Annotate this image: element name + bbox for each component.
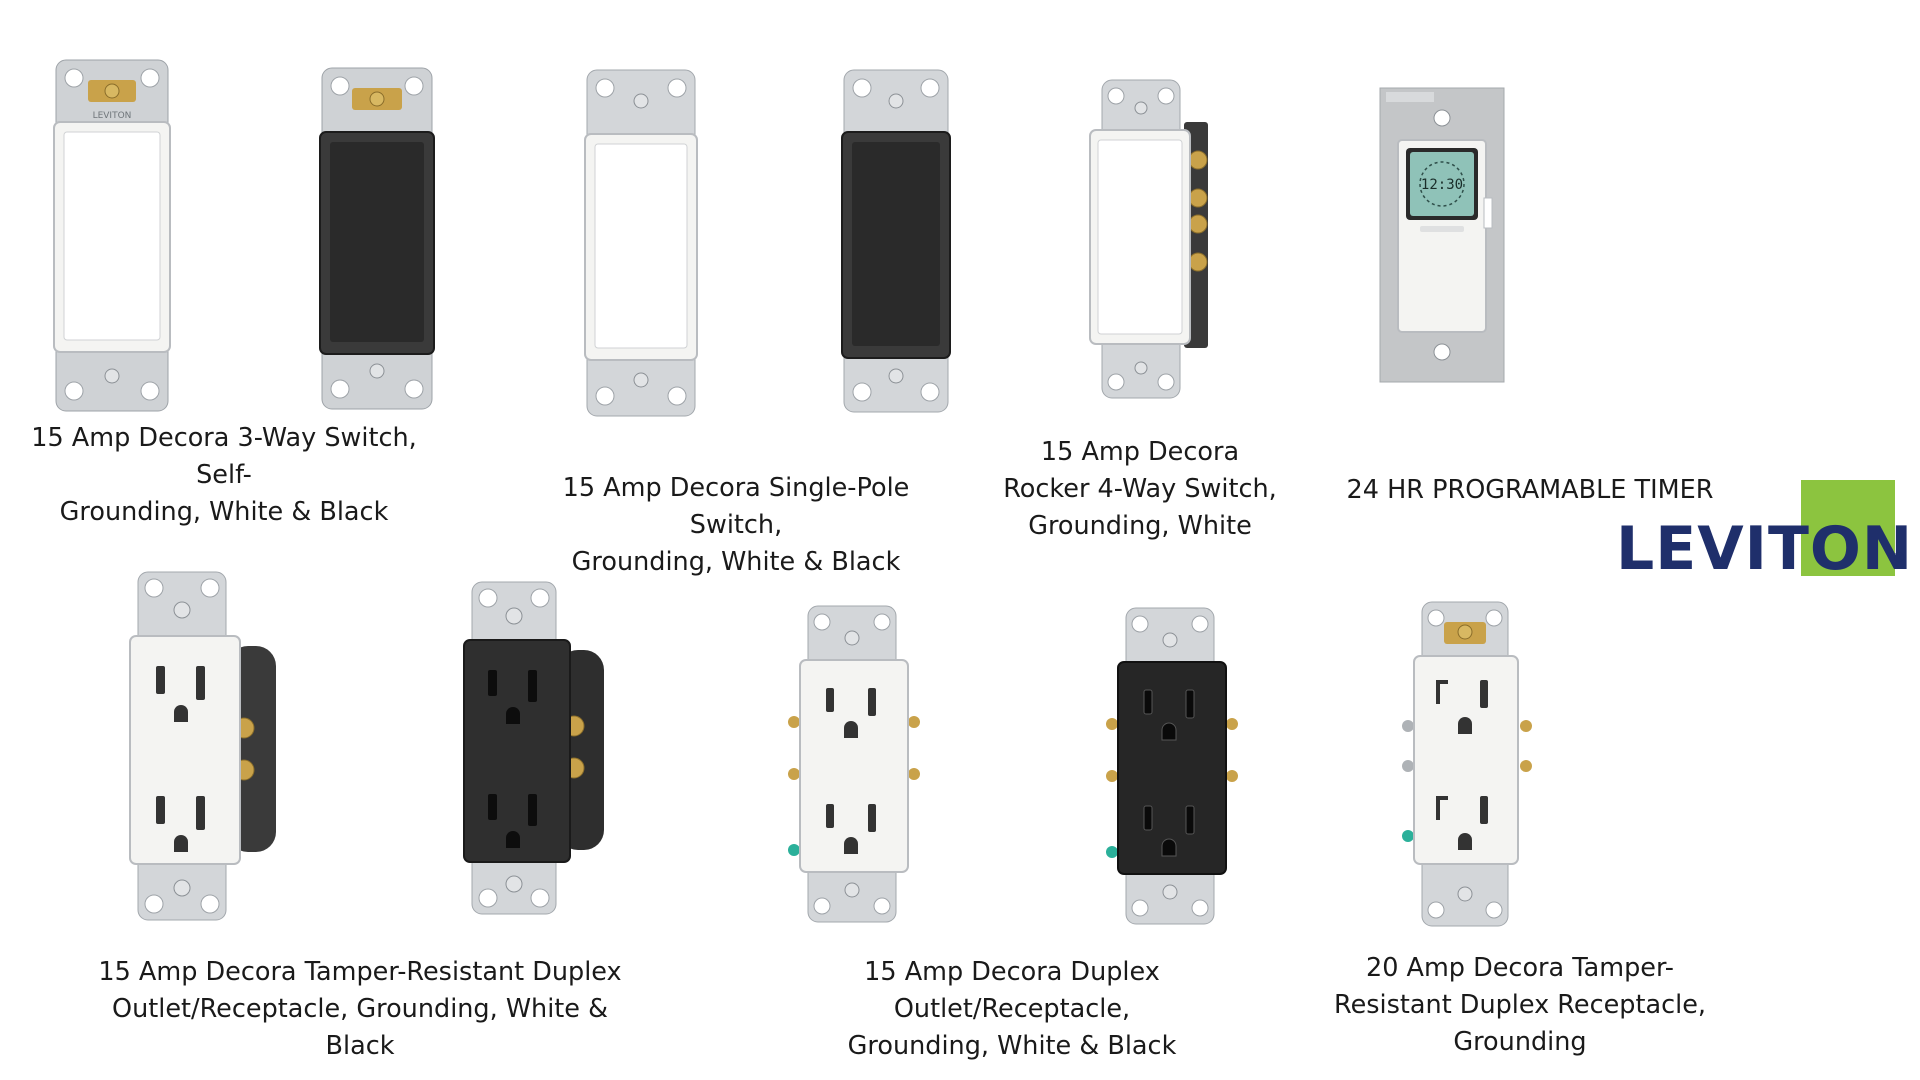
duplex-outlet-icon [1106,607,1238,925]
toggle-switch-icon [1089,79,1208,399]
toggle-switch-icon [584,69,698,417]
timer-display-time: 12:30 [1421,177,1463,193]
switch-3way-black [318,66,436,411]
logo-green-square [1801,480,1895,576]
duplex-outlet-icon [1402,601,1532,927]
receptacle-20a-tr-white [1400,600,1534,928]
switch-single-pole-black [840,68,952,414]
timer-switch-icon: 12:30 [1379,87,1505,383]
switch-single-pole-white [583,68,699,418]
receptacle-15a-black [1104,606,1240,926]
duplex-outlet-icon [463,581,604,915]
caption-3way-switch: 15 Amp Decora 3-Way Switch, Self- Ground… [31,423,417,527]
caption-timer: 24 HR PROGRAMABLE TIMER [1346,475,1714,505]
switch-4way-white [1088,78,1214,400]
toggle-switch-icon: LEVITON [53,59,171,412]
caption-15a-tr-duplex: 15 Amp Decora Tamper-Resistant Duplex Ou… [98,957,622,1061]
receptacle-15a-tr-black [462,580,608,916]
toggle-switch-icon [841,69,951,413]
receptacle-15a-tr-white [128,570,280,922]
toggle-switch-icon [319,67,435,410]
caption-20a-tr-duplex: 20 Amp Decora Tamper- Resistant Duplex R… [1334,953,1706,1057]
caption-single-pole-switch: 15 Amp Decora Single-Pole Switch, Ground… [562,473,910,577]
logo-wordmark: LEVITON [1616,514,1914,584]
leviton-logo: LEVITON ® [1616,480,1912,580]
brand-stamp: LEVITON [93,111,132,121]
switch-3way-white: LEVITON [52,58,172,413]
caption-4way-switch: 15 Amp Decora Rocker 4-Way Switch, Groun… [1003,437,1277,541]
logo-registered-mark: ® [1892,550,1906,566]
caption-15a-duplex: 15 Amp Decora Duplex Outlet/Receptacle, … [847,957,1177,1061]
duplex-outlet-icon [129,571,276,921]
timer-switch: 12:30 [1379,87,1505,383]
duplex-outlet-icon [788,605,920,923]
receptacle-15a-white [786,604,922,924]
